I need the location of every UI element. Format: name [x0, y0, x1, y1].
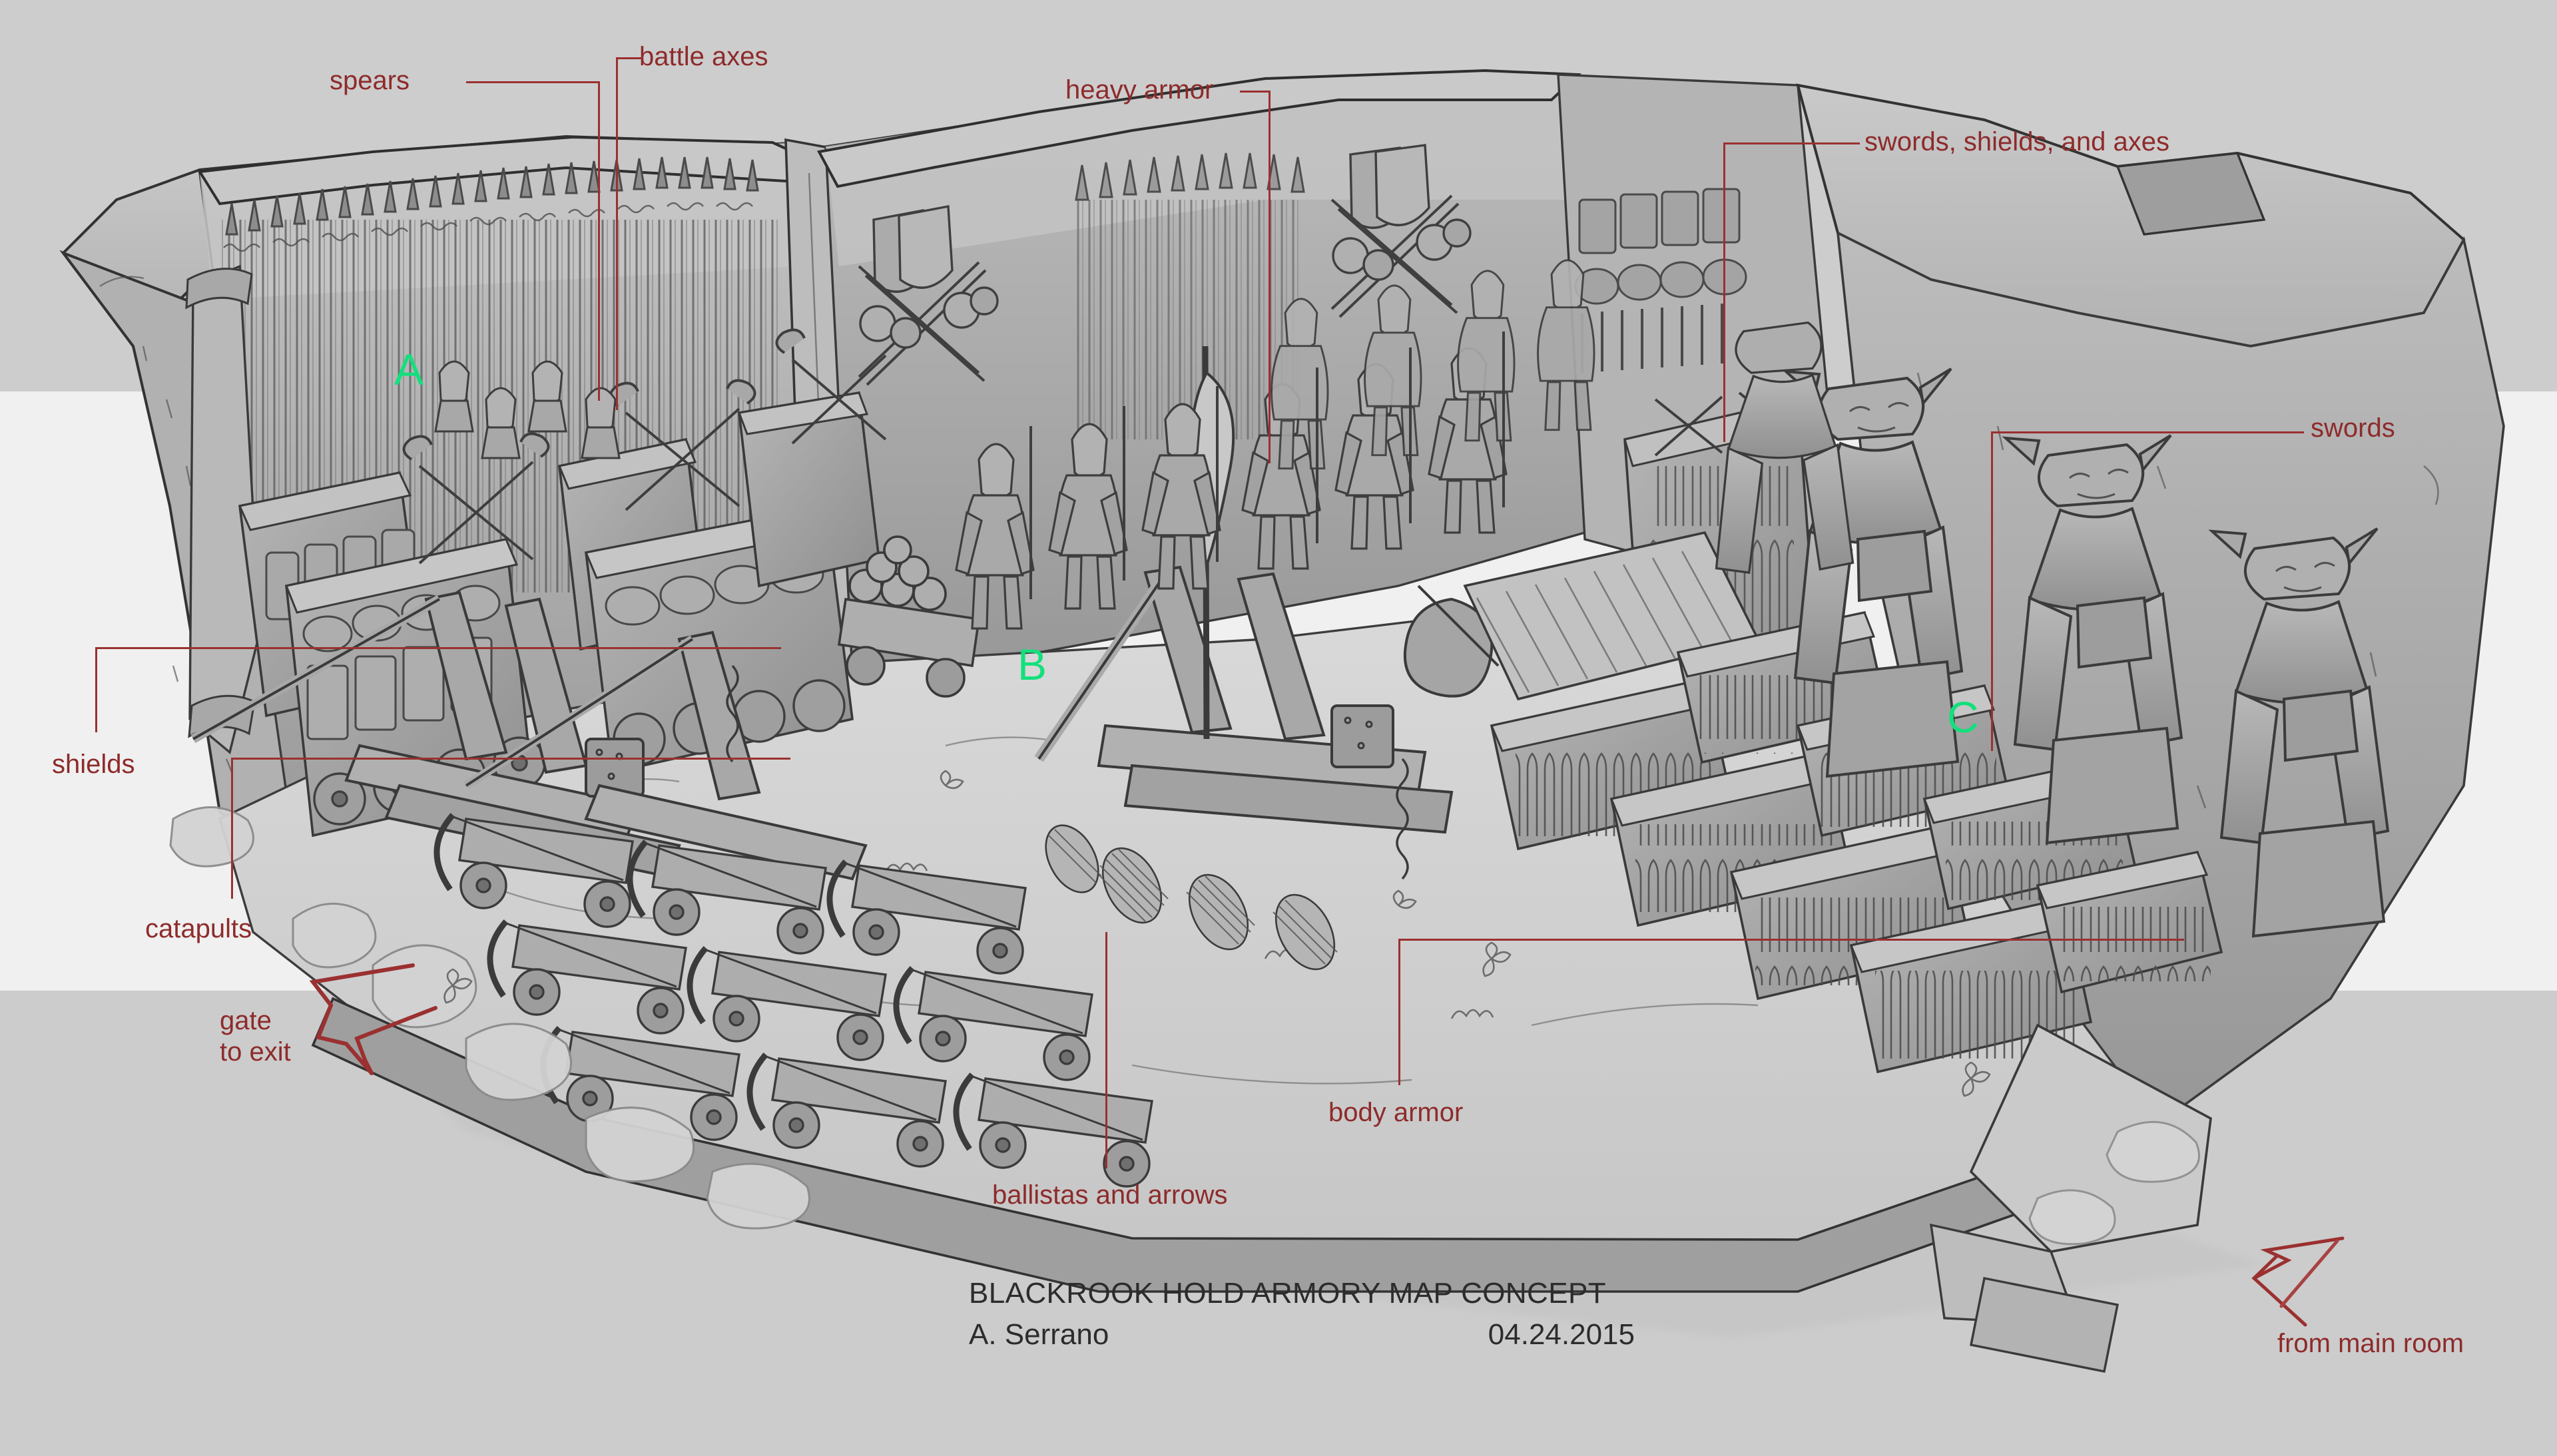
- hanging-swords-center: [1072, 152, 1305, 439]
- annotation-heavy-armor: heavy armor: [1065, 75, 1214, 105]
- catapult-left-2: [463, 630, 868, 881]
- leader-swords-h: [1991, 431, 2304, 433]
- leader-battle-axes-v: [616, 57, 618, 410]
- location-marker-a: A: [394, 345, 424, 394]
- annotation-ballistas-arrows: ballistas and arrows: [992, 1180, 1228, 1210]
- leader-shields-v: [95, 647, 97, 732]
- wall-trophy-left: [858, 204, 999, 386]
- map-author: A. Serrano: [969, 1318, 1109, 1351]
- annotation-gate-to-exit: gate to exit: [220, 1006, 291, 1067]
- map-date: 04.24.2015: [1488, 1318, 1635, 1351]
- leader-body-armor-v: [1398, 939, 1400, 1085]
- annotation-body-armor: body armor: [1328, 1098, 1464, 1127]
- annotation-spears: spears: [330, 66, 410, 95]
- leader-body-armor-h: [1398, 939, 2184, 941]
- leader-ssa-h: [1723, 142, 1860, 144]
- leader-spears-v: [598, 81, 600, 401]
- shield-crate-row: [238, 391, 880, 838]
- heavy-armor-figures: [955, 259, 1595, 630]
- arrow-bundles: [1045, 824, 1338, 971]
- location-marker-b: B: [1017, 640, 1047, 689]
- annotation-shields: shields: [52, 750, 135, 779]
- leader-swords-v: [1991, 431, 1993, 751]
- wall-trophy-right: [1330, 144, 1472, 318]
- annotation-catapults: catapults: [145, 914, 252, 943]
- leader-catapults-v: [231, 758, 233, 899]
- location-marker-c: C: [1947, 692, 1979, 742]
- map-title: BLACKROOK HOLD ARMORY MAP CONCEPT: [969, 1277, 1606, 1310]
- ballista-grid: [433, 813, 1153, 1188]
- annotation-swords-shields-axes: swords, shields, and axes: [1864, 127, 2170, 156]
- from-main-room-arrow-icon: [2251, 1236, 2345, 1327]
- title-block: BLACKROOK HOLD ARMORY MAP CONCEPT A. Ser…: [969, 1277, 1635, 1351]
- leader-heavy-armor-h: [1240, 91, 1271, 93]
- leader-shields-h: [95, 647, 781, 649]
- floor-tufts: [443, 770, 1991, 1097]
- leader-catapults-h: [231, 758, 790, 760]
- annotation-battle-axes: battle axes: [639, 42, 768, 71]
- guardian-statues: [1715, 321, 2390, 938]
- stone-ball-cart: [837, 535, 981, 698]
- sword-shield-wall-rack: [1574, 188, 1747, 373]
- leader-battle-axes-h: [616, 57, 643, 59]
- helmet-display-group: [434, 360, 621, 459]
- leader-ballistas-v: [1105, 932, 1107, 1168]
- annotation-from-main-room: from main room: [2277, 1329, 2464, 1358]
- gate-exit-arrow-icon: [309, 963, 437, 1075]
- leader-spears-h: [466, 81, 599, 83]
- annotation-swords: swords: [2311, 413, 2395, 443]
- leader-ssa-v: [1723, 142, 1725, 442]
- leader-heavy-armor-v: [1269, 91, 1271, 463]
